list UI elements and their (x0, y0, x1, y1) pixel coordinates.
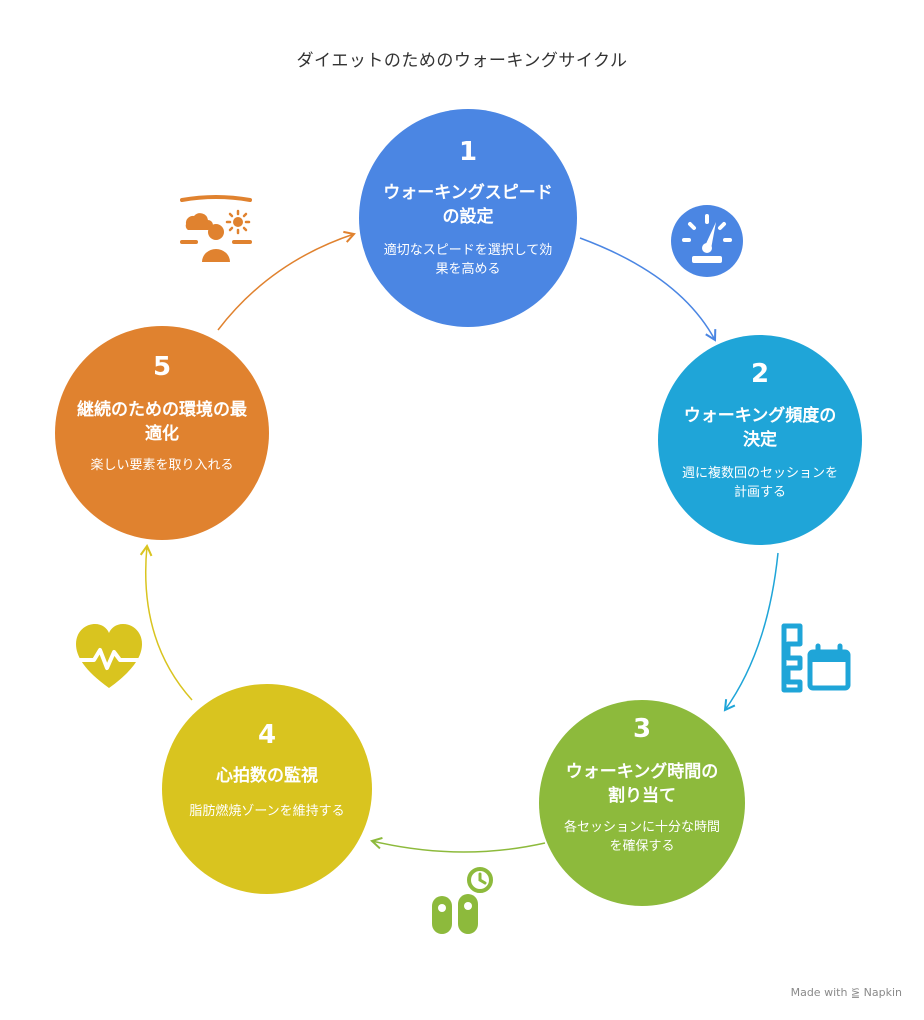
walking-timer-icon (432, 867, 493, 934)
arrow-5-to-1 (217, 230, 356, 331)
calendar-icon (781, 623, 851, 693)
heart-rate-icon (76, 624, 142, 688)
arrow-2-to-3 (723, 552, 779, 712)
step-5-number: 5 (152, 352, 172, 382)
step-1-circle: 1 ウォーキングスピードの設定 適切なスピードを選択して効果を高める (359, 109, 577, 327)
step-2-circle: 2 ウォーキング頻度の決定 週に複数回のセッションを計画する (658, 335, 862, 545)
environment-icon (180, 195, 252, 262)
napkin-brand: Napkin (863, 986, 902, 999)
made-with-label: Made with (790, 986, 848, 999)
step-4-description: 脂肪燃焼ゾーンを維持する (189, 804, 345, 819)
step-3-heading: ウォーキング時間の割り当て (565, 762, 719, 806)
arrow-4-to-5 (139, 543, 193, 701)
step-3-number: 3 (632, 714, 652, 744)
step-3-circle: 3 ウォーキング時間の割り当て 各セッションに十分な時間を確保する (539, 700, 745, 906)
footer-credit: Made with ⪠ Napkin (791, 986, 902, 999)
speedometer-icon (671, 205, 743, 277)
step-4-heading: 心拍数の監視 (216, 766, 318, 786)
step-3-description: 各セッションに十分な時間を確保する (563, 820, 720, 854)
step-2-description: 週に複数回のセッションを計画する (682, 466, 839, 500)
arrow-1-to-2 (579, 237, 717, 342)
step-1-heading: ウォーキングスピードの設定 (383, 183, 553, 227)
diagram-title: ダイエットのためのウォーキングサイクル (296, 51, 628, 71)
arrow-3-to-4 (370, 836, 546, 853)
step-4-number: 4 (257, 720, 277, 750)
napkin-logo-icon: ⪠ (850, 986, 861, 999)
step-5-circle: 5 継続のための環境の最適化 楽しい要素を取り入れる (55, 326, 269, 540)
step-2-number: 2 (750, 359, 770, 389)
step-1-description: 適切なスピードを選択して効果を高める (383, 243, 553, 277)
step-5-description: 楽しい要素を取り入れる (90, 458, 234, 473)
step-1-number: 1 (458, 137, 478, 167)
step-2-heading: ウォーキング頻度の決定 (683, 406, 837, 450)
step-5-heading: 継続のための環境の最適化 (77, 400, 247, 444)
step-4-circle: 4 心拍数の監視 脂肪燃焼ゾーンを維持する (162, 684, 372, 894)
